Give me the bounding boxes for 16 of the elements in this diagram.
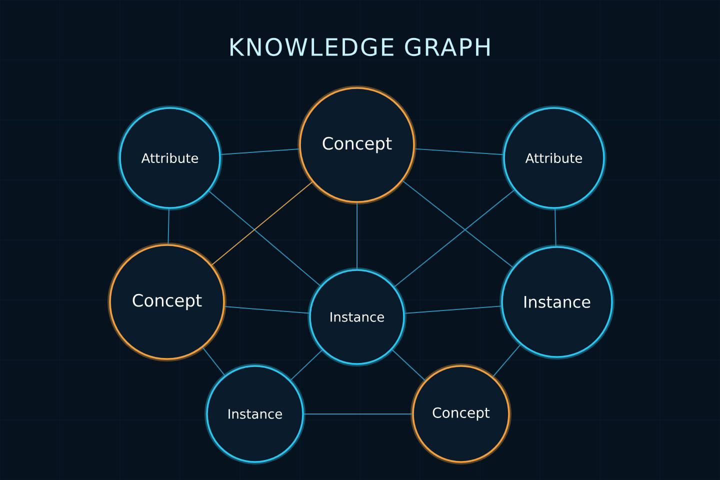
connector-line bbox=[202, 347, 226, 376]
connector-line bbox=[402, 180, 514, 268]
connector-line bbox=[554, 208, 556, 247]
connector-line bbox=[208, 190, 322, 286]
connector-line bbox=[492, 344, 522, 378]
connector-line bbox=[211, 181, 313, 266]
connector-line bbox=[290, 350, 323, 381]
connector-line bbox=[224, 306, 310, 314]
connector-line bbox=[414, 148, 504, 156]
connector-line bbox=[392, 349, 426, 382]
connector-line bbox=[220, 148, 300, 155]
title: KNOWLEDGE GRAPH bbox=[230, 38, 490, 56]
connector-line bbox=[168, 208, 170, 245]
connector-line bbox=[394, 189, 515, 288]
connector-line bbox=[356, 202, 358, 270]
connector-line bbox=[404, 306, 502, 314]
